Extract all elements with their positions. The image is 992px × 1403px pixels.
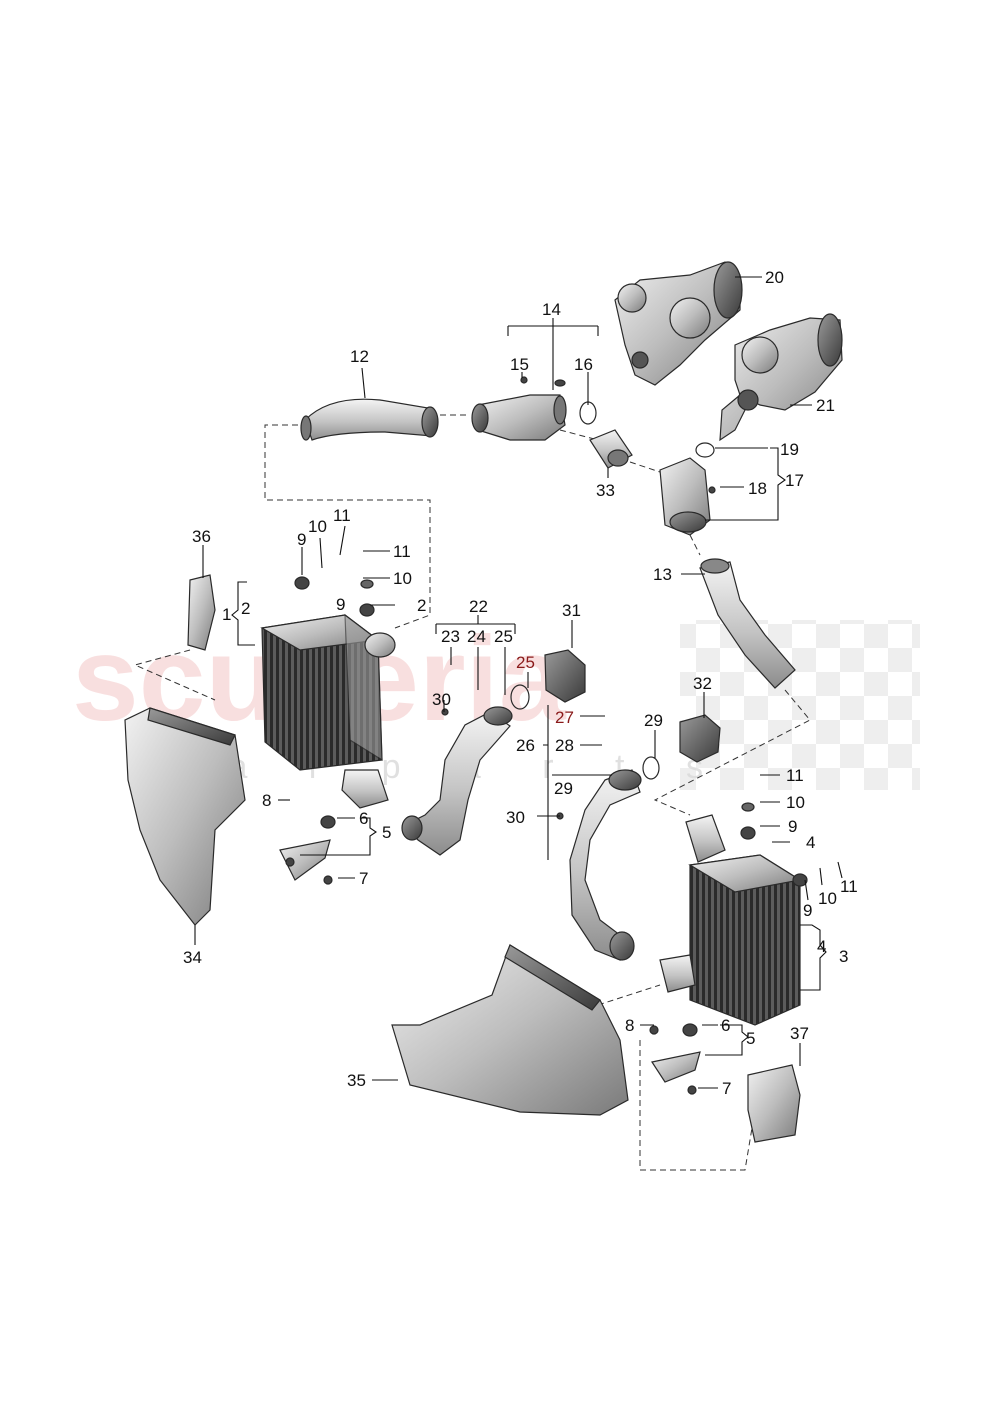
callout-21: 21 xyxy=(816,396,835,415)
callout-3: 3 xyxy=(839,947,848,966)
callout-10-d: 10 xyxy=(818,889,837,908)
air-guide-37 xyxy=(747,1064,801,1143)
callout-23: 23 xyxy=(441,627,460,646)
air-duct-34 xyxy=(124,707,246,926)
callout-4-a: 4 xyxy=(806,833,815,852)
callout-2-a: 2 xyxy=(417,596,426,615)
intercooler-right xyxy=(659,814,802,1026)
callout-7-a: 7 xyxy=(359,869,368,888)
callout-10-a: 10 xyxy=(308,517,327,536)
callout-17: 17 xyxy=(785,471,804,490)
callout-9-c: 9 xyxy=(788,817,797,836)
callout-16: 16 xyxy=(574,355,593,374)
callout-12: 12 xyxy=(350,347,369,366)
elbow-connector-17 xyxy=(659,457,711,536)
pressure-sensor-31 xyxy=(544,649,586,703)
callout-15: 15 xyxy=(510,355,529,374)
callout-9-a: 9 xyxy=(297,530,306,549)
callout-34: 34 xyxy=(183,948,202,967)
charge-pipe-13 xyxy=(699,558,796,689)
small-parts xyxy=(279,376,808,1095)
intercooler-left xyxy=(260,613,396,809)
callout-30-a: 30 xyxy=(432,690,451,709)
callout-20: 20 xyxy=(765,268,784,287)
connection-lines xyxy=(133,414,811,1171)
callout-11-a: 11 xyxy=(333,506,351,525)
callout-7-b: 7 xyxy=(722,1079,731,1098)
air-guide-36 xyxy=(187,574,216,651)
callout-9-b: 9 xyxy=(336,595,345,614)
charge-pipe-left-lower xyxy=(401,706,513,856)
callout-5-b: 5 xyxy=(746,1029,755,1048)
charge-pipe-right-lower xyxy=(569,769,642,961)
callout-37: 37 xyxy=(790,1024,809,1043)
callout-5-a: 5 xyxy=(382,823,391,842)
callout-10-c: 10 xyxy=(786,793,805,812)
charge-pipe-12 xyxy=(300,398,439,441)
callout-10-b: 10 xyxy=(393,569,412,588)
callout-30-b: 30 xyxy=(506,808,525,827)
callout-35: 35 xyxy=(347,1071,366,1090)
elbow-connector-14 xyxy=(471,394,567,441)
callout-31: 31 xyxy=(562,601,581,620)
callout-labels: 20 14 15 16 12 21 19 17 18 33 36 9 10 11… xyxy=(183,268,858,1098)
callout-29-a: 29 xyxy=(644,711,663,730)
callout-9-d: 9 xyxy=(803,901,812,920)
pressure-sensor-32 xyxy=(679,714,721,763)
callout-8-b: 8 xyxy=(625,1016,634,1035)
callout-11-c: 11 xyxy=(786,766,804,785)
callout-2-b: 2 xyxy=(241,599,250,618)
callout-18: 18 xyxy=(748,479,767,498)
callout-6-b: 6 xyxy=(721,1016,730,1035)
callout-13: 13 xyxy=(653,565,672,584)
coupling-33 xyxy=(589,429,633,469)
watermark-checker xyxy=(680,620,920,790)
callout-25-a: 25 xyxy=(494,627,513,646)
callout-8-a: 8 xyxy=(262,791,271,810)
callout-1: 1 xyxy=(222,605,231,624)
callout-11-b: 11 xyxy=(393,542,411,561)
callout-33: 33 xyxy=(596,481,615,500)
air-duct-35 xyxy=(391,944,629,1116)
callout-19: 19 xyxy=(780,440,799,459)
callout-6-a: 6 xyxy=(359,809,368,828)
callout-27: 27 xyxy=(555,708,574,727)
leader-lines xyxy=(194,276,843,1089)
callout-32: 32 xyxy=(693,674,712,693)
callout-24: 24 xyxy=(467,627,486,646)
callout-22: 22 xyxy=(469,597,488,616)
turbocharger-upper xyxy=(614,261,743,386)
callout-36: 36 xyxy=(192,527,211,546)
callout-11-d: 11 xyxy=(840,877,858,896)
callout-4-b: 4 xyxy=(817,937,826,956)
turbocharger-lower xyxy=(719,313,843,442)
callout-14: 14 xyxy=(542,300,561,319)
callout-26: 26 xyxy=(516,736,535,755)
callout-25-b: 25 xyxy=(516,653,535,672)
callout-28: 28 xyxy=(555,736,574,755)
callout-29-b: 29 xyxy=(554,779,573,798)
